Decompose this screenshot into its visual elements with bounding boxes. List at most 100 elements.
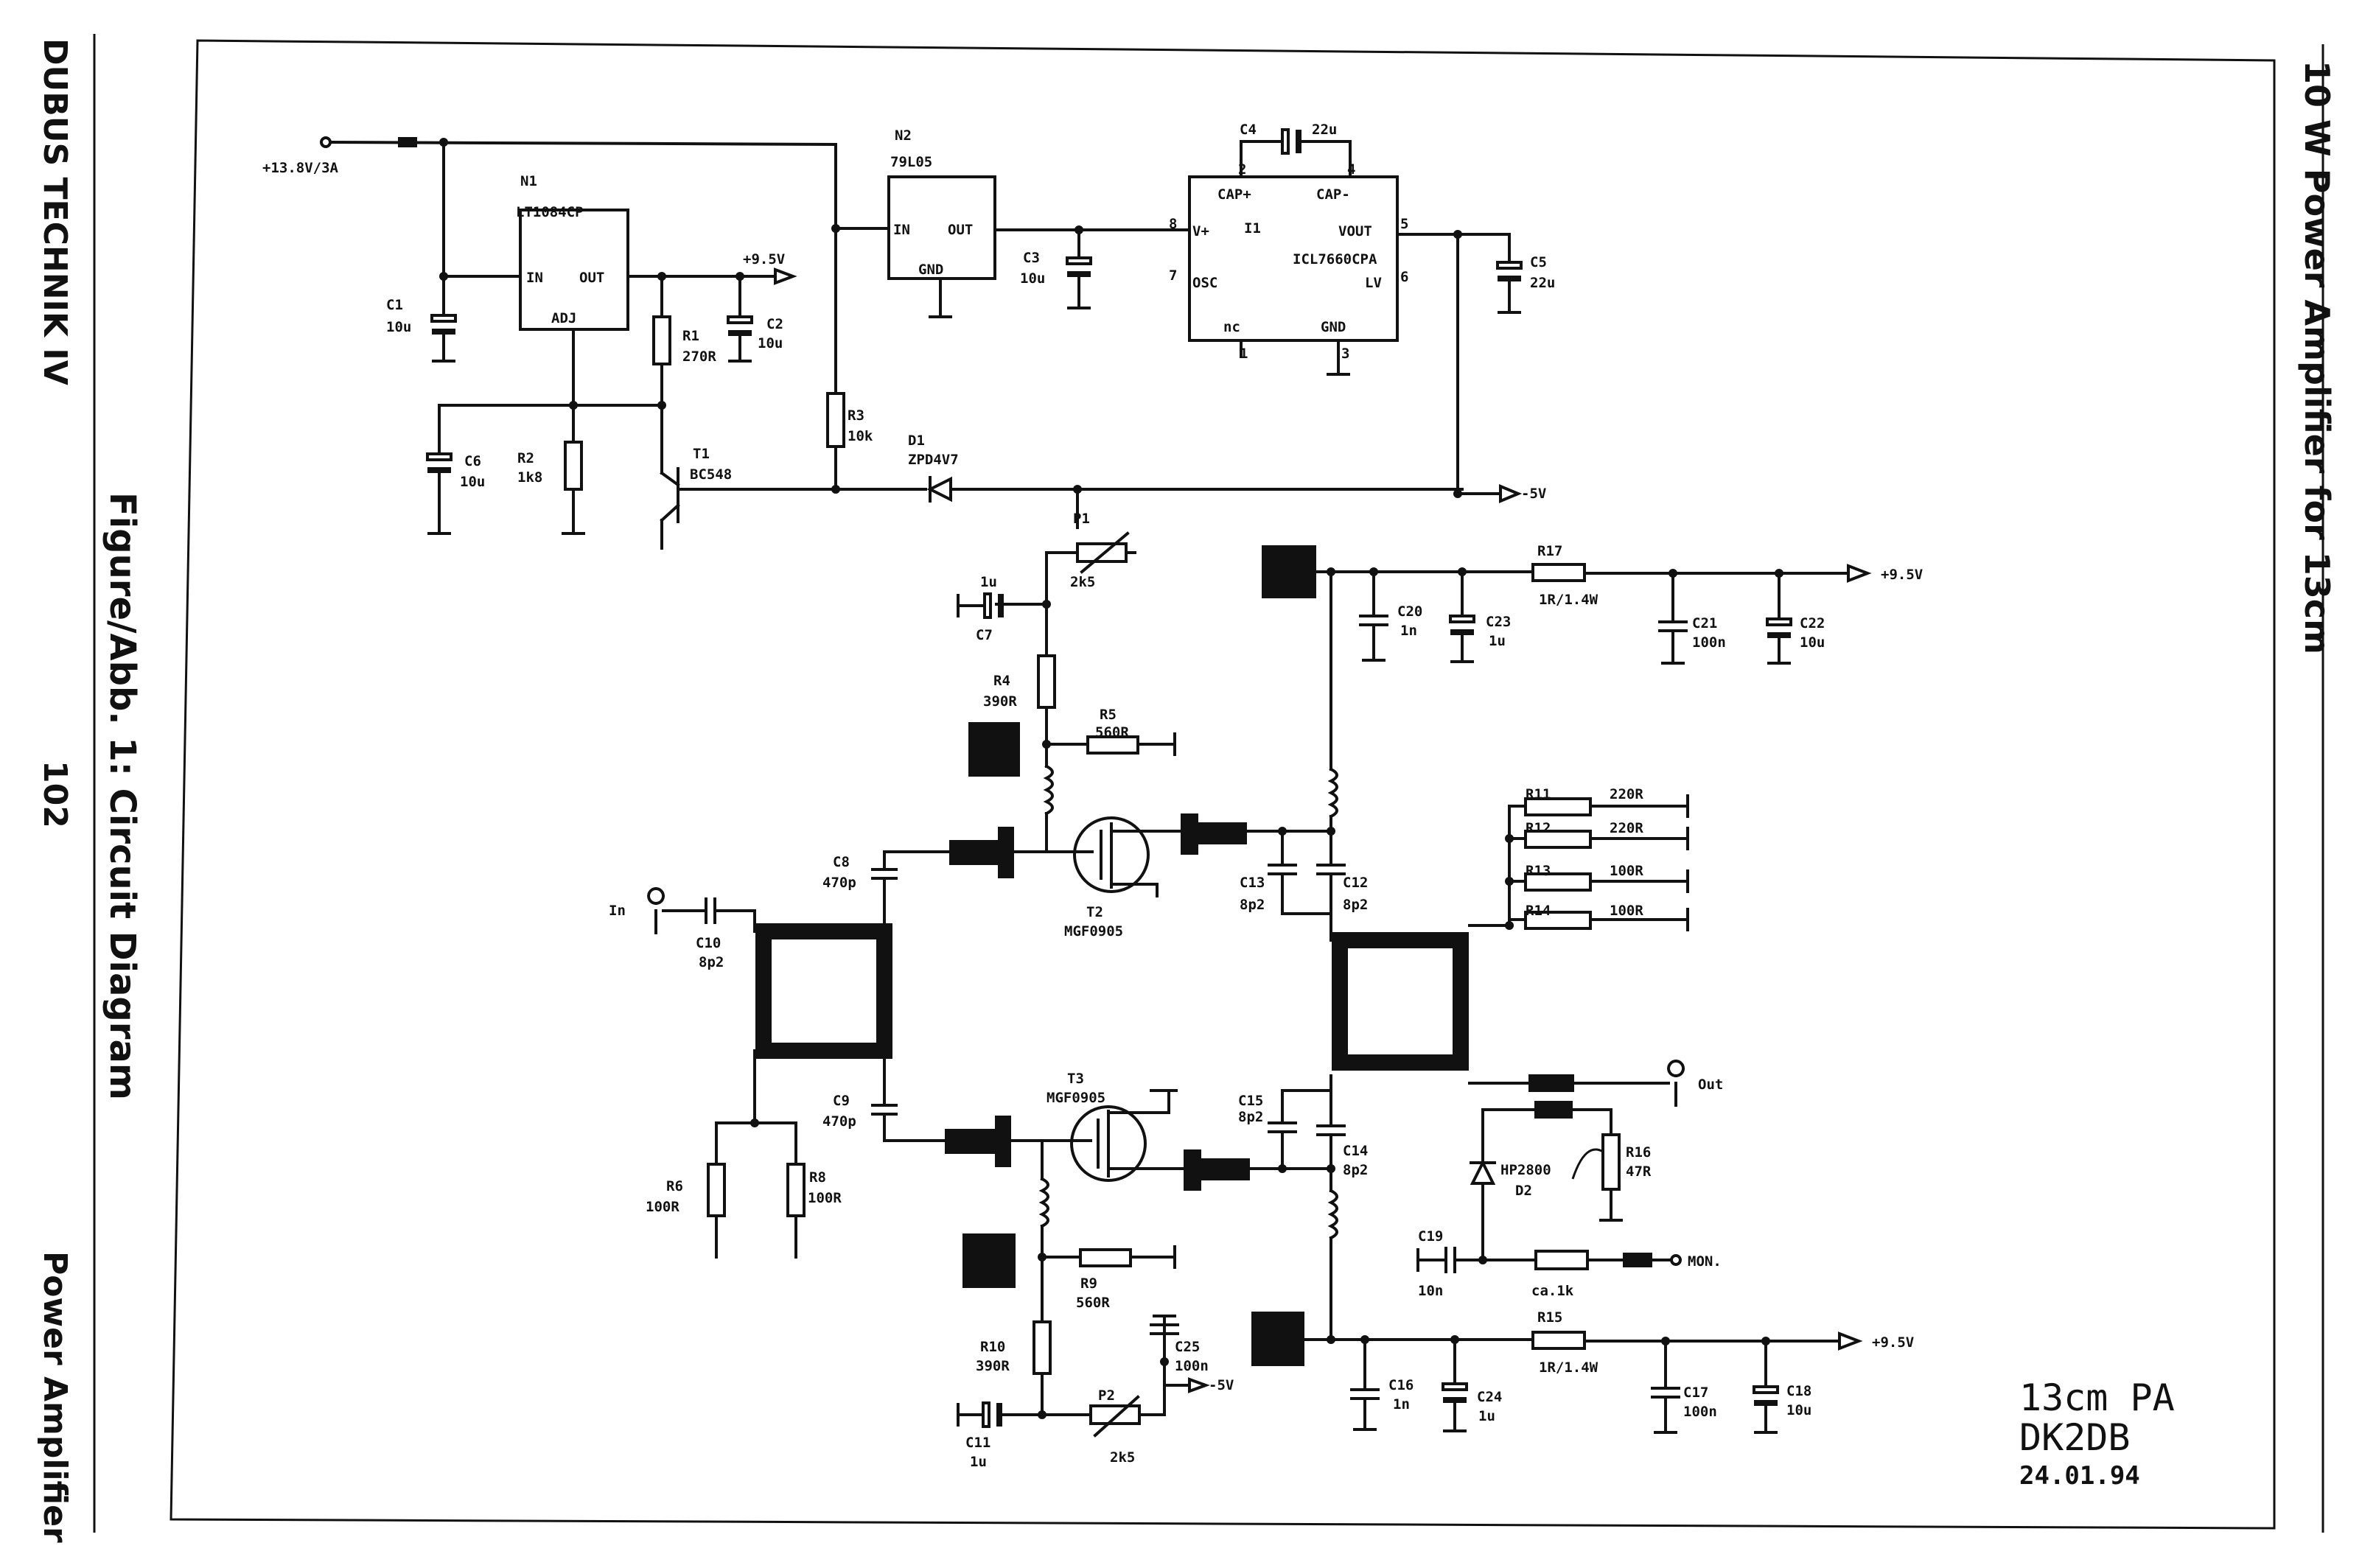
- label-parts-c4-ref: C4: [1240, 122, 1257, 138]
- label-parts-n1-pin_out: OUT: [579, 270, 604, 286]
- output-balun: [1332, 932, 1469, 1071]
- label-parts-i1-lv: LV: [1365, 275, 1382, 291]
- label-margin-page_number: 102: [36, 760, 74, 828]
- label-parts-c1-ref: C1: [386, 297, 403, 313]
- label-parts-c16-ref: C16: [1388, 1377, 1414, 1393]
- label-parts-n2-pin_out: OUT: [948, 222, 973, 238]
- label-parts-n2-pin_gnd: GND: [918, 262, 943, 278]
- label-margin-left_caption: Figure/Abb. 1: Circuit Diagram: [102, 492, 143, 1100]
- label-nets-m5_a: -5V: [1521, 486, 1546, 502]
- label-parts-c3-value: 10u: [1020, 270, 1045, 287]
- label-parts-rmon-value: ca.1k: [1531, 1283, 1574, 1299]
- label-parts-r9-ref: R9: [1080, 1275, 1097, 1292]
- label-parts-c19-ref: C19: [1418, 1228, 1443, 1245]
- label-margin-left_top: DUBUS TECHNIK IV: [36, 38, 74, 385]
- label-parts-c17-ref: C17: [1683, 1385, 1708, 1401]
- label-margin-left_bottom: Power Amplifier: [36, 1251, 74, 1543]
- label-parts-t3-ref: T3: [1067, 1071, 1084, 1087]
- label-parts-r3-value: 10k: [848, 428, 873, 444]
- label-parts-r3-ref: R3: [848, 407, 864, 424]
- label-parts-c25-ref: C25: [1175, 1339, 1200, 1355]
- label-parts-r2-value: 1k8: [517, 469, 542, 486]
- label-parts-r6-ref: R6: [666, 1178, 683, 1194]
- label-parts-c9-value: 470p: [822, 1113, 856, 1130]
- label-parts-c22-ref: C22: [1800, 615, 1825, 631]
- label-parts-c6-value: 10u: [460, 474, 485, 490]
- label-parts-c12-ref: C12: [1343, 875, 1368, 891]
- label-parts-i1-p8: 8: [1169, 216, 1177, 232]
- label-parts-r17-ref: R17: [1537, 543, 1562, 559]
- label-parts-r5-ref: R5: [1100, 707, 1117, 723]
- label-parts-c17-value: 100n: [1683, 1404, 1717, 1420]
- label-parts-c18-ref: C18: [1786, 1383, 1811, 1399]
- label-parts-r11-value: 220R: [1610, 786, 1643, 802]
- label-parts-i1-p6: 6: [1400, 269, 1408, 285]
- label-parts-i1-gnd: GND: [1321, 319, 1346, 335]
- gate-bias-upper: P1 2k5 1u C7 R4 390R R5 560R: [957, 488, 1176, 853]
- label-parts-c25-value: 100n: [1175, 1358, 1209, 1374]
- label-parts-r10-value: 390R: [976, 1358, 1010, 1374]
- label-parts-c21-value: 100n: [1692, 634, 1726, 651]
- label-parts-p1-ref: P1: [1073, 511, 1090, 527]
- label-parts-c8-ref: C8: [833, 854, 850, 870]
- output-section: R11 220R R12 220R R13 100R R14 100R Out …: [1329, 786, 1723, 1299]
- label-parts-r8-ref: R8: [809, 1169, 826, 1186]
- label-parts-c15-value: 8p2: [1238, 1109, 1263, 1125]
- label-parts-r9-value: 560R: [1076, 1295, 1110, 1311]
- label-parts-n1-type: LT1084CP: [516, 204, 584, 220]
- label-parts-c5-value: 22u: [1530, 275, 1555, 291]
- label-parts-c2-ref: C2: [766, 316, 783, 332]
- label-parts-c10-value: 8p2: [699, 954, 724, 970]
- input-balun: [755, 923, 892, 1059]
- label-parts-t1-ref: T1: [693, 446, 710, 462]
- label-parts-c23-value: 1u: [1489, 633, 1506, 649]
- label-parts-i1-vout: VOUT: [1338, 223, 1372, 239]
- label-nets-m5_b: -5V: [1209, 1377, 1234, 1393]
- label-parts-r1-ref: R1: [682, 328, 699, 344]
- label-parts-c16-value: 1n: [1393, 1396, 1410, 1413]
- label-parts-c10-ref: C10: [696, 935, 721, 951]
- label-parts-c20-value: 1n: [1400, 623, 1417, 639]
- label-parts-r14-ref: R14: [1526, 903, 1551, 919]
- label-parts-r13-value: 100R: [1610, 863, 1643, 879]
- label-parts-r4-value: 390R: [983, 693, 1017, 710]
- label-parts-r12-ref: R12: [1526, 820, 1551, 836]
- label-nets-in: In: [609, 903, 626, 919]
- label-nets-mon: MON.: [1688, 1253, 1722, 1270]
- label-parts-r13-ref: R13: [1526, 863, 1551, 879]
- label-parts-i1-ref: I1: [1244, 220, 1261, 237]
- ic-i1: [1188, 175, 1399, 342]
- label-parts-i1-vp: V+: [1192, 223, 1209, 239]
- label-parts-p2-ref: P2: [1098, 1387, 1115, 1404]
- margin-left-caption: Figure/Abb. 1: Circuit Diagram: [102, 492, 143, 1100]
- label-parts-r15-ref: R15: [1537, 1309, 1562, 1326]
- label-parts-r17-value: 1R/1.4W: [1539, 592, 1598, 608]
- label-parts-n1-ref: N1: [520, 173, 537, 189]
- label-parts-t2-type: MGF0905: [1064, 923, 1123, 939]
- label-parts-r6-value: 100R: [646, 1199, 679, 1215]
- label-nets-p95_a: +9.5V: [743, 251, 785, 267]
- label-parts-r8-value: 100R: [808, 1190, 842, 1206]
- label-parts-c13-ref: C13: [1240, 875, 1265, 891]
- title-block: 13cm PA DK2DB 24.01.94: [2019, 1376, 2175, 1491]
- label-parts-c23-ref: C23: [1486, 614, 1511, 630]
- margin-page-number: 102: [36, 760, 74, 828]
- regulator-n1: [519, 209, 629, 331]
- label-parts-c19-value: 10n: [1418, 1283, 1443, 1299]
- label-parts-c11-value: 1u: [970, 1454, 987, 1470]
- label-parts-i1-cap_m: CAP-: [1316, 186, 1350, 203]
- label-nets-p95_c: +9.5V: [1872, 1334, 1914, 1351]
- label-parts-c24-value: 1u: [1478, 1408, 1495, 1424]
- label-parts-c3-ref: C3: [1023, 250, 1040, 266]
- margin-right-title: 10 W Power Amplifier for 13cm: [2297, 60, 2337, 654]
- label-parts-n2-type: 79L05: [890, 154, 932, 170]
- label-parts-c7-ref: C7: [976, 627, 993, 643]
- label-parts-n2-pin_in: IN: [893, 222, 910, 238]
- label-parts-c13-value: 8p2: [1240, 897, 1265, 913]
- label-parts-r16-value: 47R: [1626, 1163, 1652, 1180]
- label-parts-i1-p7: 7: [1169, 267, 1177, 284]
- label-parts-t2-ref: T2: [1086, 904, 1103, 920]
- label-parts-r1-value: 270R: [682, 349, 716, 365]
- margin-left-bottom: Power Amplifier: [36, 1251, 74, 1543]
